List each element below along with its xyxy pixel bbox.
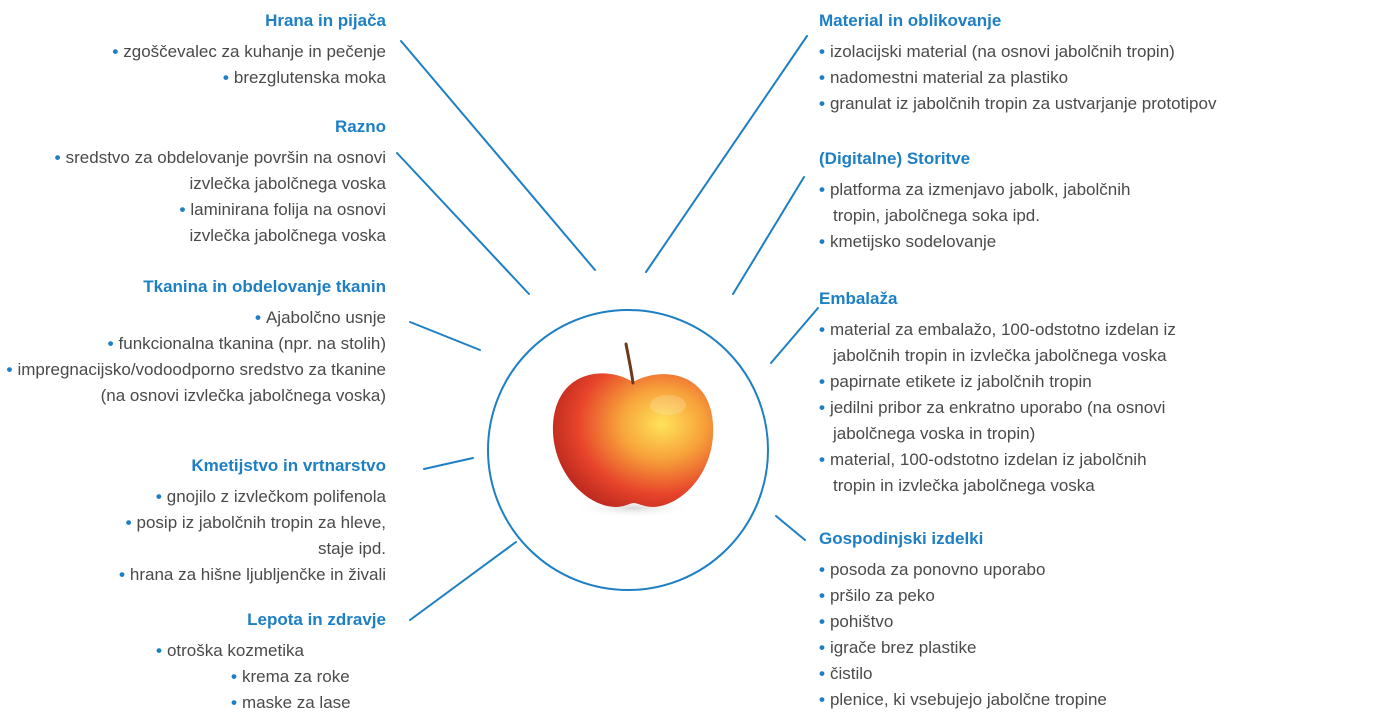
list-item: •pohištvo: [819, 612, 894, 631]
list-item: •hrana za hišne ljubljenčke in živali: [118, 565, 386, 584]
list-item: •granulat iz jabolčnih tropin za ustvarj…: [819, 94, 1217, 113]
list-item: •platforma za izmenjavo jabolk, jabolčni…: [819, 180, 1131, 225]
connector-line: [396, 152, 530, 295]
group-kmetijstvo: Kmetijstvo in vrtnarstvo •gnojilo z izvl…: [0, 456, 386, 588]
connector-line: [409, 321, 481, 351]
group-title: Tkanina in obdelovanje tkanin: [143, 277, 386, 296]
group-title: Gospodinjski izdelki: [819, 529, 984, 548]
connector-line: [775, 515, 806, 541]
list-item: •plenice, ki vsebujejo jabolčne tropine: [819, 690, 1107, 709]
group-title: Hrana in pijača: [265, 11, 386, 30]
list-item: •funkcionalna tkanina (npr. na stolih): [107, 334, 386, 353]
group-gospodinjski-izdelki: Gospodinjski izdelki •posoda za ponovno …: [819, 529, 1389, 713]
list-item: •papirnate etikete iz jabolčnih tropin: [819, 372, 1092, 391]
connector-line: [400, 40, 596, 271]
group-title: Lepota in zdravje: [247, 610, 386, 629]
list-item: •material, 100-odstotno izdelan iz jabol…: [819, 450, 1147, 495]
group-title: (Digitalne) Storitve: [819, 149, 971, 168]
list-item: •impregnacijsko/vodoodporno sredstvo za …: [6, 360, 387, 405]
list-item: •kmetijsko sodelovanje: [819, 232, 997, 251]
connector-line: [409, 541, 517, 621]
group-material-in-oblikovanje: Material in oblikovanje •izolacijski mat…: [819, 11, 1389, 117]
list-item: •čistilo: [819, 664, 873, 683]
list-item: •material za embalažo, 100-odstotno izde…: [819, 320, 1176, 365]
list-item: •Ajabolčno usnje: [255, 308, 386, 327]
list-item: •otroška kozmetika: [156, 641, 304, 660]
list-item: •gnojilo z izvlečkom polifenola: [155, 487, 386, 506]
group-title: Razno: [335, 117, 386, 136]
list-item: •zgoščevalec za kuhanje in pečenje: [112, 42, 386, 61]
list-item: •jedilni pribor za enkratno uporabo (na …: [819, 398, 1166, 443]
list-item: •sredstvo za obdelovanje površin na osno…: [54, 148, 386, 193]
list-item: •igrače brez plastike: [819, 638, 977, 657]
list-item: •maske za lase: [231, 693, 351, 712]
group-hrana-in-pijaca: Hrana in pijača •zgoščevalec za kuhanje …: [0, 11, 386, 91]
list-item: •pršilo za peko: [819, 586, 935, 605]
list-item: •izolacijski material (na osnovi jabolčn…: [819, 42, 1175, 61]
group-digitalne-storitve: (Digitalne) Storitve •platforma za izmen…: [819, 149, 1389, 255]
group-title: Embalaža: [819, 289, 898, 308]
group-lepota: Lepota in zdravje •otroška kozmetika •kr…: [0, 610, 386, 716]
group-embalaza: Embalaža •material za embalažo, 100-odst…: [819, 289, 1389, 499]
list-item: •posoda za ponovno uporabo: [819, 560, 1046, 579]
group-title: Material in oblikovanje: [819, 11, 1002, 30]
connector-line: [423, 457, 474, 470]
group-tkanina: Tkanina in obdelovanje tkanin •Ajabolčno…: [0, 277, 387, 409]
connector-line: [645, 35, 808, 273]
list-item: •brezglutenska moka: [222, 68, 386, 87]
list-item: •laminirana folija na osnovi izvlečka ja…: [179, 200, 386, 245]
list-item: •krema za roke: [231, 667, 350, 686]
list-item: •posip iz jabolčnih tropin za hleve, sta…: [125, 513, 386, 558]
group-title: Kmetijstvo in vrtnarstvo: [191, 456, 386, 475]
red-yellow-apple-icon: [552, 342, 714, 518]
group-razno: Razno •sredstvo za obdelovanje površin n…: [6, 117, 386, 249]
connector-line: [770, 307, 819, 364]
list-item: •nadomestni material za plastiko: [819, 68, 1069, 87]
connector-line: [732, 176, 805, 295]
